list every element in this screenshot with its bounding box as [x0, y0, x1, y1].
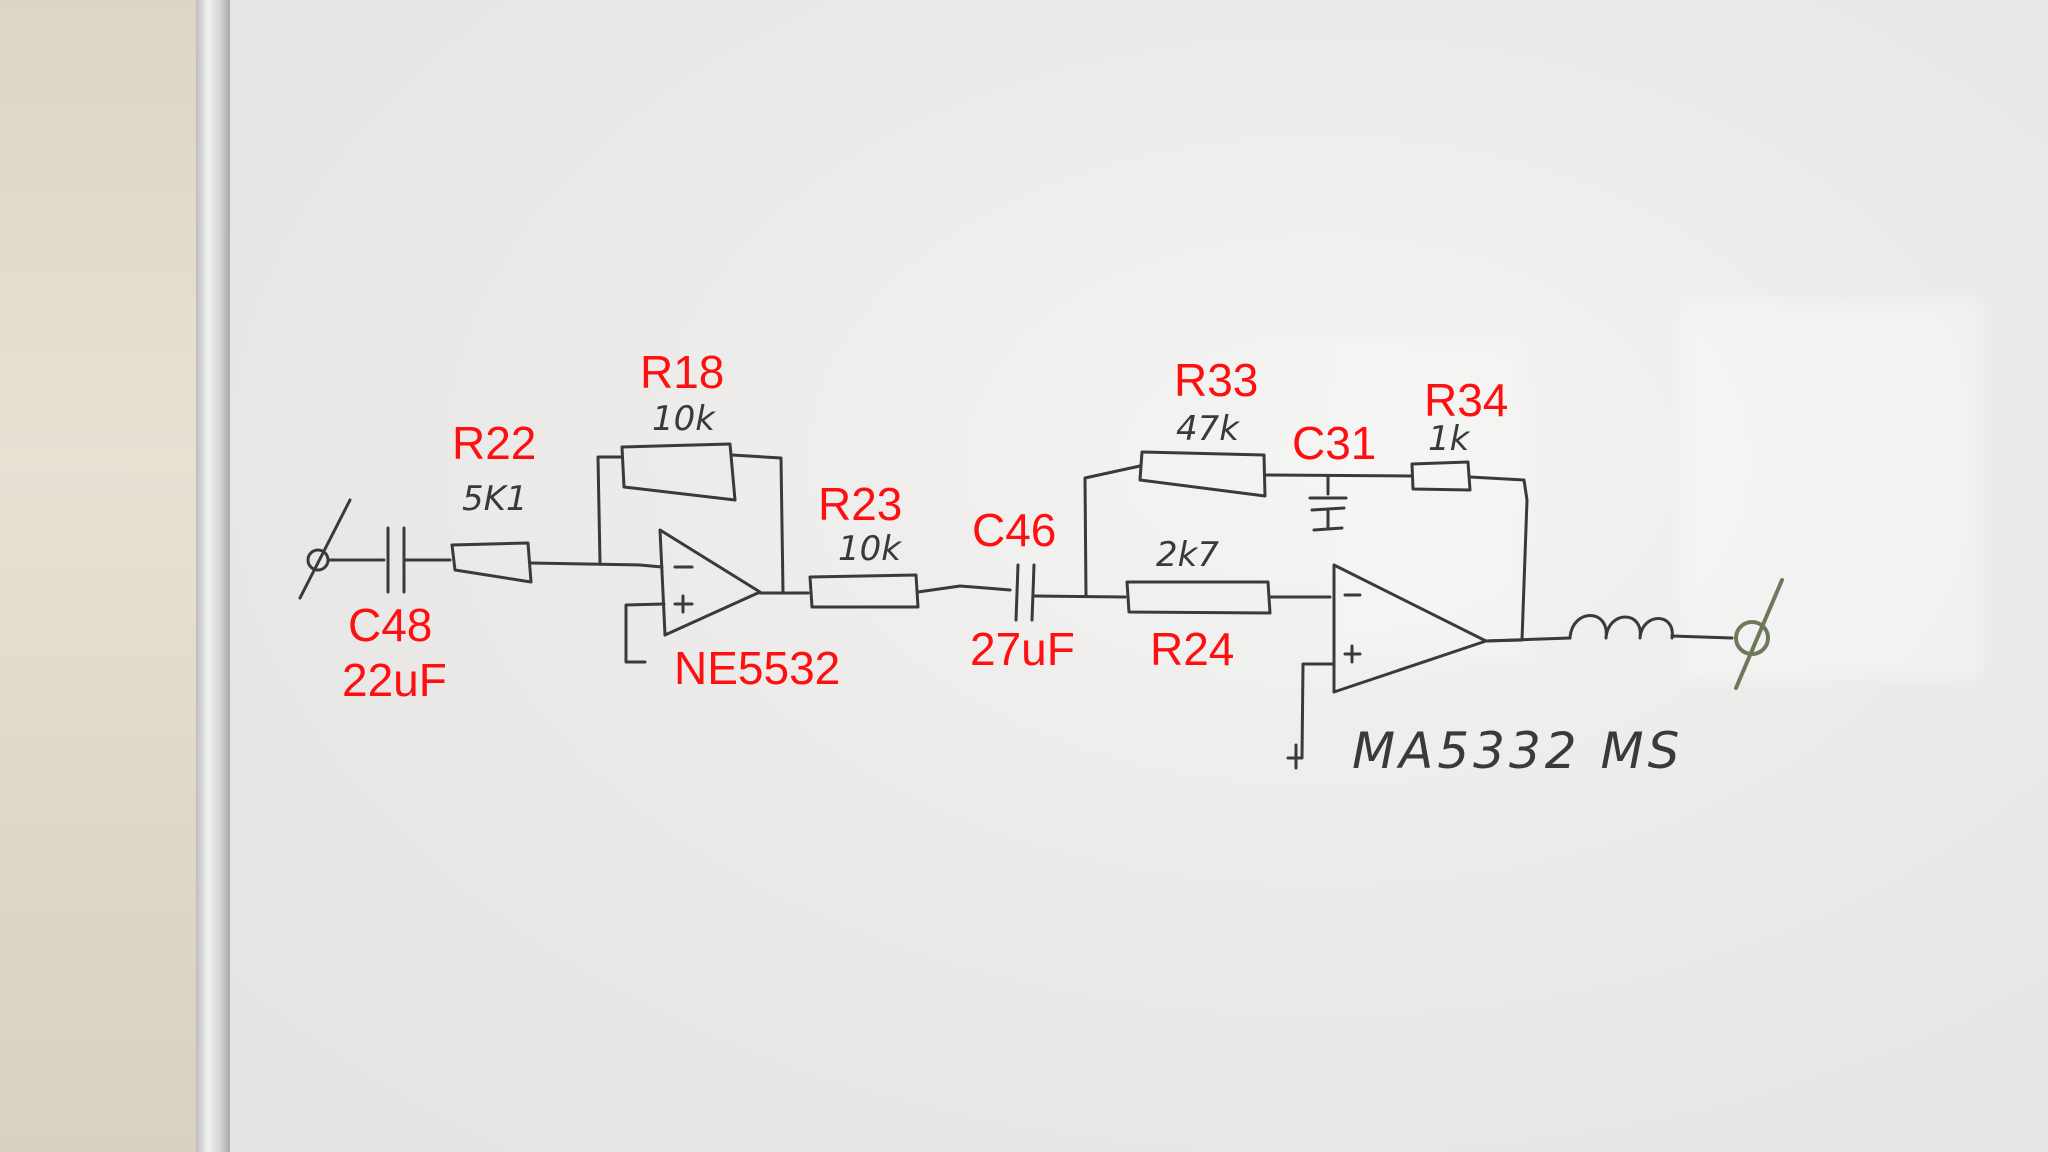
label-opamp1: NE5532 — [674, 642, 840, 694]
resistor-r24 — [1125, 580, 1272, 615]
whiteboard-frame — [196, 0, 230, 1152]
resistor-r22 — [450, 541, 533, 584]
handwritten-r34-value: 1k — [1428, 419, 1471, 459]
wall-background — [0, 0, 200, 1152]
wire — [638, 563, 664, 569]
resistor-r34 — [1410, 460, 1472, 492]
window-reflection — [1680, 300, 1980, 680]
wire — [1032, 594, 1127, 599]
output-terminal — [1734, 578, 1784, 690]
ground-opamp-1 — [624, 602, 666, 664]
label-c46: C46 — [972, 504, 1056, 556]
label-r23: R23 — [818, 478, 902, 530]
handwritten-r22-value: 5K1 — [462, 479, 528, 519]
handwritten-opamp2-part: MA5332 MS — [1352, 722, 1683, 780]
resistor-r33 — [1138, 450, 1267, 498]
resistor-r18 — [620, 442, 737, 502]
label-r24: R24 — [1150, 623, 1234, 675]
wire — [1484, 636, 1572, 643]
handwritten-r24-value: 2k7 — [1156, 535, 1219, 575]
wire — [528, 561, 642, 567]
resistor-r23 — [808, 573, 920, 609]
label-r18: R18 — [640, 346, 724, 398]
label-c48-value: 22uF — [342, 654, 447, 706]
wire — [916, 584, 1012, 594]
whiteboard — [230, 0, 2048, 1152]
wire — [1263, 473, 1414, 478]
label-r33: R33 — [1174, 354, 1258, 406]
inductor — [1568, 614, 1674, 640]
capacitor-c46 — [1014, 563, 1036, 622]
handwritten-r18-value: 10k — [652, 399, 716, 439]
wire — [1670, 634, 1734, 640]
input-terminal — [298, 498, 352, 600]
wire — [1468, 475, 1529, 643]
opamp-2 — [1332, 563, 1488, 694]
opamp-1 — [658, 528, 762, 637]
window-reflection — [1330, 340, 1530, 660]
label-c46-value: 27uF — [970, 623, 1075, 675]
handwritten-r23-value: 10k — [838, 529, 902, 569]
capacitor-c48 — [386, 526, 406, 594]
label-c31: C31 — [1292, 417, 1376, 469]
label-r22: R22 — [452, 417, 536, 469]
capacitor-c31 — [1308, 474, 1348, 532]
label-c48: C48 — [348, 599, 432, 651]
ground-opamp-2 — [1286, 662, 1336, 770]
handwritten-r33-value: 47k — [1176, 409, 1240, 449]
wire — [1083, 464, 1142, 598]
label-r34: R34 — [1424, 374, 1508, 426]
feedback-loop-r18 — [596, 442, 785, 594]
